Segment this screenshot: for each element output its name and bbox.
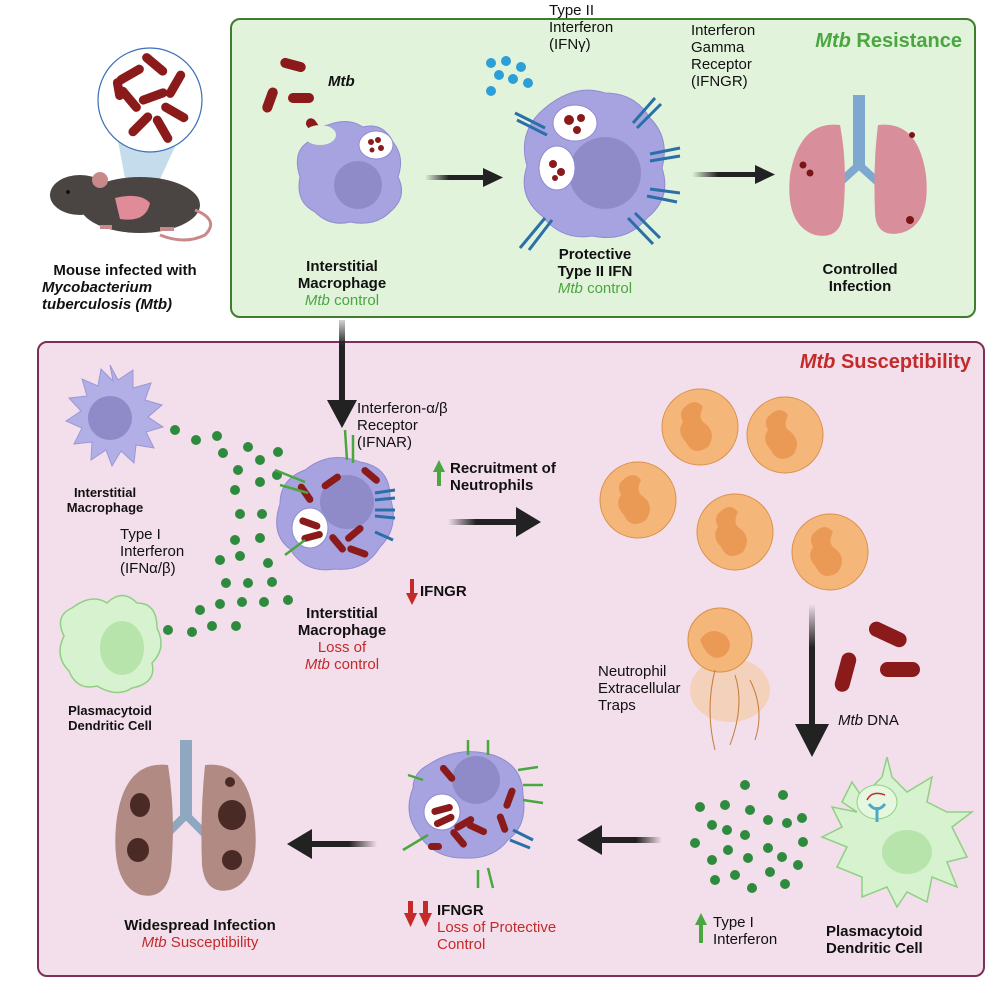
resistance-panel-title: Mtb Resistance — [815, 30, 962, 53]
mouse-label-line3: tuberculosis (Mtb) — [42, 296, 172, 313]
neutrophil-extracellular-trap-icon — [687, 607, 770, 751]
net-label-line2: Extracellular — [598, 680, 681, 697]
ifng-label-line3: (IFNγ) — [549, 36, 591, 53]
ifnar-label-line1: Interferon-α/β — [357, 400, 448, 417]
status-italic: Mtb — [141, 934, 167, 951]
ifnar-label-line2: Receptor — [357, 417, 418, 434]
mouse-label-line1: Mouse infected with — [53, 262, 197, 279]
status-italic: Mtb — [304, 656, 330, 673]
protective-label-line1: Protective — [558, 246, 632, 263]
interstitial-macrophage-icon — [296, 121, 403, 224]
controlled-label-line1: Controlled — [822, 261, 898, 278]
ifngr-label-line4: (IFNGR) — [691, 73, 748, 90]
type1-up-label-line2: Interferon — [713, 931, 778, 948]
down-arrow-red-icon — [406, 579, 418, 605]
recruitment-label-line2: Neutrophils — [450, 477, 534, 494]
arrow-down-icon — [327, 320, 357, 428]
widespread-status: Mtb Susceptibility — [90, 934, 310, 951]
arrow-left-icon — [287, 829, 377, 859]
protective-label-line2: Type II IFN — [557, 263, 633, 280]
loss-control-title: IFNGR — [437, 902, 484, 919]
title-italic: Mtb — [815, 30, 851, 52]
center-macrophage-status2: Mtb control — [272, 656, 412, 673]
type1-interferon-molecules-icon — [690, 780, 808, 893]
arrow-right-icon — [425, 168, 503, 187]
protective-status: Mtb control — [530, 280, 660, 297]
macrophage-label-line1: Interstitial — [306, 258, 378, 275]
center-macrophage-status1: Loss of — [317, 639, 367, 656]
center-macrophage-label-line1: Interstitial — [306, 605, 378, 622]
mouse-illustration — [50, 47, 213, 242]
net-label-line3: Traps — [598, 697, 636, 714]
arrow-left-icon — [577, 825, 662, 855]
arrow-right-icon — [692, 165, 775, 184]
right-pdc-label-line2: Dendritic Cell — [826, 940, 923, 957]
status-italic: Mtb — [304, 292, 330, 309]
left-macrophage-label-line2: Macrophage — [66, 500, 144, 515]
loss-control-line1: Loss of Protective — [437, 919, 557, 936]
status-rest: control — [329, 656, 380, 673]
mtb-label: Mtb — [328, 73, 355, 90]
widespread-label-line1: Widespread Infection — [124, 917, 276, 934]
status-rest: Susceptibility — [166, 934, 259, 951]
type1-up-label-line1: Type I — [713, 914, 754, 931]
type1-ifn-label-line3: (IFNα/β) — [120, 560, 176, 577]
mtb-susceptibility-panel: Mtb Susceptibility — [37, 341, 985, 977]
type1-ifn-label-line2: Interferon — [120, 543, 185, 560]
title-rest: Resistance — [850, 30, 962, 52]
right-pdc-label-line1: Plasmacytoid — [826, 923, 923, 940]
infected-macrophage-icon — [402, 740, 544, 889]
loss-control-line2: Control — [437, 936, 486, 953]
title-rest: Susceptibility — [835, 351, 971, 373]
net-label-line1: Neutrophil — [598, 663, 667, 680]
center-macrophage-label-line2: Macrophage — [297, 622, 387, 639]
interstitial-macrophage-icon — [64, 364, 165, 468]
status-rest: control — [329, 292, 380, 309]
mtb-bacteria-icon — [834, 621, 920, 692]
neutrophils-icon — [599, 388, 869, 591]
ifngr-down-label: IFNGR — [420, 583, 467, 600]
status-rest: control — [582, 280, 633, 297]
ifn-gamma-molecules-icon — [486, 56, 533, 96]
ifngr-label-line3: Receptor — [691, 56, 752, 73]
ifnar-label-line3: (IFNAR) — [357, 434, 412, 451]
ifng-label-line1: Type II — [549, 2, 595, 19]
up-arrow-green-icon — [695, 913, 707, 943]
arrow-down-icon — [795, 604, 829, 757]
recruitment-label-line1: Recruitment of — [450, 460, 556, 477]
macrophage-label-line2: Macrophage — [297, 275, 387, 292]
mouse-label-line2: Mycobacterium — [42, 279, 153, 296]
infected-macrophage-icon — [274, 429, 396, 571]
left-pdc-label-line1: Plasmacytoid — [68, 703, 152, 718]
macrophage-status: Mtb control — [272, 292, 412, 309]
type1-interferon-molecules-icon — [163, 425, 293, 637]
left-pdc-label-line2: Dendritic Cell — [68, 718, 152, 733]
susceptibility-panel-title: Mtb Susceptibility — [800, 351, 971, 374]
controlled-label-line2: Infection — [828, 278, 892, 295]
type1-ifn-label-line1: Type I — [120, 526, 161, 543]
ifngr-label-line1: Interferon — [691, 22, 756, 39]
diseased-lung-icon — [115, 740, 256, 896]
ifngr-label-line2: Gamma — [691, 39, 745, 56]
plasmacytoid-dendritic-cell-icon — [820, 756, 975, 909]
double-down-arrow-red-icon — [404, 901, 432, 927]
controlled-lung-icon — [789, 95, 927, 236]
mtb-dna-italic: Mtb — [838, 712, 864, 729]
status-italic: Mtb — [557, 280, 583, 297]
mtb-dna-label: Mtb DNA — [838, 712, 899, 729]
mtb-dna-rest: DNA — [863, 712, 899, 729]
arrow-right-icon — [448, 507, 541, 537]
plasmacytoid-dendritic-cell-icon — [59, 594, 162, 694]
ifng-label-line2: Interferon — [549, 19, 614, 36]
left-macrophage-label-line1: Interstitial — [73, 485, 137, 500]
title-italic: Mtb — [799, 351, 836, 373]
up-arrow-green-icon — [433, 460, 445, 486]
protective-macrophage-icon — [514, 89, 681, 251]
